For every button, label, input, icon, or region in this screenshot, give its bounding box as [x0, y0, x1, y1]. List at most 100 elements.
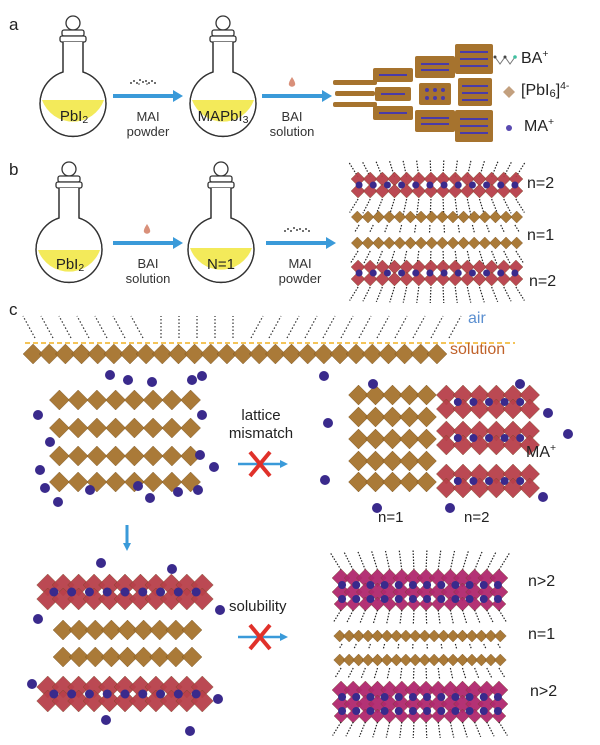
octahedron	[425, 210, 438, 224]
ba-ligand	[486, 224, 490, 233]
ma-ion	[408, 595, 417, 603]
structure-n1-a	[333, 80, 377, 107]
ma-ion	[412, 181, 420, 189]
ba-ligand	[429, 286, 432, 304]
ba-ligand	[389, 250, 396, 265]
legend-ma-label: MA+	[524, 117, 555, 135]
octahedron	[117, 619, 138, 641]
arrow-b1	[113, 237, 183, 249]
ba-ligand	[497, 643, 502, 650]
ma-ion	[469, 477, 478, 485]
ba-ligand	[491, 250, 498, 265]
ma-ion	[451, 707, 460, 715]
octahedron	[133, 619, 154, 641]
octahedron	[435, 271, 451, 287]
octahedron	[352, 653, 365, 667]
heterostructure-b	[348, 158, 526, 304]
ma-ion	[380, 581, 389, 589]
free-ma-ion	[215, 605, 225, 615]
ma-dot-icon	[506, 125, 512, 131]
octahedron	[371, 653, 384, 667]
ma-ion	[500, 477, 509, 485]
cross-icon	[248, 450, 272, 478]
ba-ligand	[425, 667, 428, 681]
free-ma-ion	[173, 487, 183, 497]
ma-ion	[173, 587, 183, 597]
octahedron	[478, 236, 492, 250]
octahedron	[372, 210, 385, 224]
label-n1-c: n=1	[378, 509, 404, 526]
ma-ion	[383, 269, 391, 277]
ba-ligand	[362, 198, 371, 214]
ba-ligand	[478, 250, 485, 265]
ba-ligand	[94, 315, 108, 339]
ba-ligand	[76, 315, 90, 339]
ma-ion	[493, 707, 502, 715]
flask-n1-b	[187, 161, 255, 284]
ba-ligand	[478, 286, 485, 303]
ba-ligand	[503, 198, 512, 214]
ma-ion	[49, 587, 59, 597]
octahedron	[68, 646, 90, 668]
free-ma-ion	[185, 726, 195, 736]
free-ma-ion	[193, 485, 203, 495]
octahedron	[382, 210, 396, 224]
ba-ligand	[357, 551, 366, 571]
ba-ligand	[375, 286, 383, 303]
ba-ligand	[454, 643, 458, 650]
n1-n2-mixed-block	[319, 371, 573, 513]
free-ma-ion	[35, 465, 45, 475]
ba-ligand	[437, 667, 441, 680]
ba-ligand	[386, 667, 391, 680]
flask-pbi2-a	[39, 15, 107, 138]
ma-ion	[497, 269, 505, 277]
ma-ion	[453, 434, 462, 442]
octahedron	[84, 619, 106, 641]
ma-ion	[423, 581, 432, 589]
octahedron	[200, 343, 222, 365]
ma-ion	[338, 581, 347, 589]
octahedron	[408, 653, 422, 667]
free-ma-ion	[147, 377, 157, 387]
ba-ligand	[329, 552, 342, 571]
ba-ligand	[358, 721, 366, 738]
octahedron	[436, 236, 449, 250]
octahedron	[414, 210, 428, 224]
ba-ligand	[454, 198, 458, 215]
ma-ion	[493, 693, 502, 701]
ba-ligand	[359, 609, 366, 624]
octahedron	[382, 450, 403, 472]
octahedron	[446, 629, 460, 643]
octahedron	[519, 434, 540, 456]
ba-ligand	[343, 551, 354, 571]
ba-ligand	[22, 315, 36, 339]
arrow-a2	[262, 90, 332, 102]
octahedron	[168, 343, 189, 365]
layer-label-b-top: n=2	[527, 175, 555, 192]
ba-ligand	[448, 315, 462, 339]
powder-icon	[284, 227, 310, 232]
ma-ion	[398, 181, 406, 189]
free-ma-ion	[368, 379, 378, 389]
ma-ion	[380, 707, 389, 715]
octahedron	[124, 445, 145, 467]
ba-ligand	[515, 250, 524, 264]
octahedron	[49, 389, 70, 411]
free-ma-ion	[45, 437, 55, 447]
octahedron	[67, 389, 89, 411]
ba-ligand	[430, 315, 444, 339]
ba-ligand	[486, 609, 494, 623]
octahedron	[348, 406, 369, 428]
ba-ligand	[498, 609, 507, 623]
free-ma-ion	[167, 564, 177, 574]
ba-ligand	[416, 250, 420, 265]
ma-ion	[485, 434, 493, 442]
ba-ligand	[416, 198, 420, 215]
ma-ion	[426, 181, 434, 189]
octahedron	[55, 343, 76, 365]
ba-ligand	[372, 721, 379, 738]
ma-ion	[453, 477, 462, 485]
ba-ligand	[412, 549, 415, 571]
